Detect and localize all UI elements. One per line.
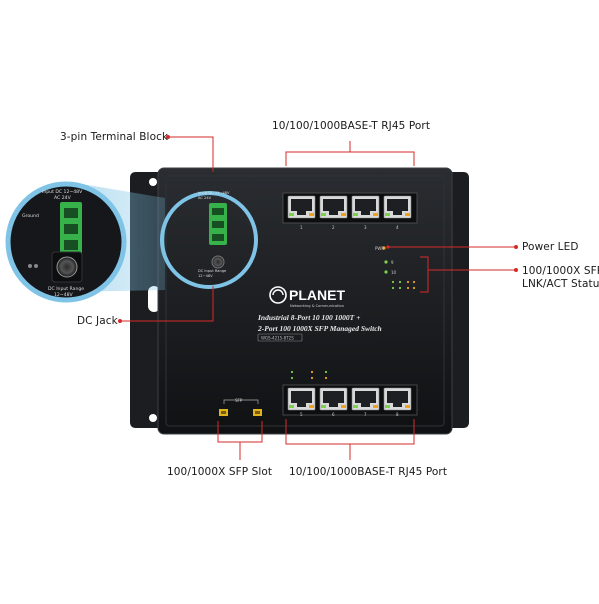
terminal-block-small: Input DC 12~48V AC 24V DC Input Range 12…: [160, 191, 258, 289]
terminal-small-label: Input DC 12~48V: [198, 191, 230, 195]
port-number: 6: [332, 412, 335, 417]
rj45-port: [351, 195, 380, 219]
product-title-line1: Industrial 8-Port 10 100 1000T +: [257, 313, 360, 322]
rj45-ports-bottom: [282, 384, 418, 416]
port-numbers-top: 1 2 3 4: [300, 225, 399, 230]
leader-dots: [118, 135, 518, 323]
port-number: 4: [396, 225, 399, 230]
callout-terminal-block: 3-pin Terminal Block: [60, 131, 169, 143]
model-number: WGS-4215-8T2S: [261, 336, 294, 341]
brand-logo-text: PLANET: [289, 287, 345, 303]
terminal-ground-label: Ground: [22, 213, 39, 219]
port-numbers-bottom: 5 6 7 8: [300, 412, 399, 417]
dc-big-range-value: 12~48V: [54, 292, 74, 298]
port-number: 8: [396, 412, 399, 417]
port-number: 1: [300, 225, 303, 230]
rj45-port: [351, 387, 380, 411]
callout-rj45-bottom: 10/100/1000BASE-T RJ45 Port: [289, 466, 448, 478]
led-pwr-label: PWR: [375, 246, 384, 251]
dc-small-range-label: DC Input Range: [198, 269, 227, 273]
port-number: 5: [300, 412, 303, 417]
led-indicators: PWR 9 10: [375, 246, 416, 290]
rj45-port: [287, 387, 316, 411]
terminal-big-label: Input DC 12~48V: [42, 189, 83, 195]
rj45-port: [319, 195, 348, 219]
terminal-big-label2: AC 24V: [54, 195, 72, 201]
callout-power-led: Power LED: [522, 241, 579, 253]
callout-sfp-status-line1: 100/1000X SFP: [522, 265, 599, 277]
switch-front-panel: [157, 167, 453, 435]
led-10-label: 10: [391, 270, 397, 275]
product-title-line2: 2-Port 100 1000X SFP Managed Switch: [257, 324, 382, 333]
port-number: 3: [364, 225, 367, 230]
rj45-port: [383, 387, 412, 411]
port-led-legend: [290, 370, 328, 380]
led-9-label: 9: [391, 260, 394, 265]
port-number: 7: [364, 412, 367, 417]
rj45-ports-top: [282, 192, 418, 224]
terminal-small-label2: AC 24V: [198, 196, 212, 200]
brand-block: PLANET Networking & Communication Indust…: [257, 286, 382, 342]
port-number: 2: [332, 225, 335, 230]
leader-lines: [120, 136, 516, 460]
callout-dc-jack: DC Jack: [77, 315, 118, 327]
rj45-port: [287, 195, 316, 219]
rj45-port: [319, 387, 348, 411]
dc-small-range-value: 12~48V: [198, 274, 213, 278]
callout-sfp-status-line2: LNK/ACT Status: [522, 278, 599, 290]
callout-rj45-top: 10/100/1000BASE-T RJ45 Port: [272, 120, 431, 132]
callout-sfp-slot: 100/1000X SFP Slot: [167, 466, 273, 478]
sfp-slots: SFP: [219, 398, 262, 416]
sfp-panel-label: SFP: [235, 398, 243, 403]
rj45-port: [383, 195, 412, 219]
dc-big-range-label: DC Input Range: [48, 286, 84, 292]
brand-tagline: Networking & Communication: [290, 304, 344, 308]
terminal-block-magnified: Input DC 12~48V AC 24V Ground DC Input R…: [5, 181, 127, 303]
